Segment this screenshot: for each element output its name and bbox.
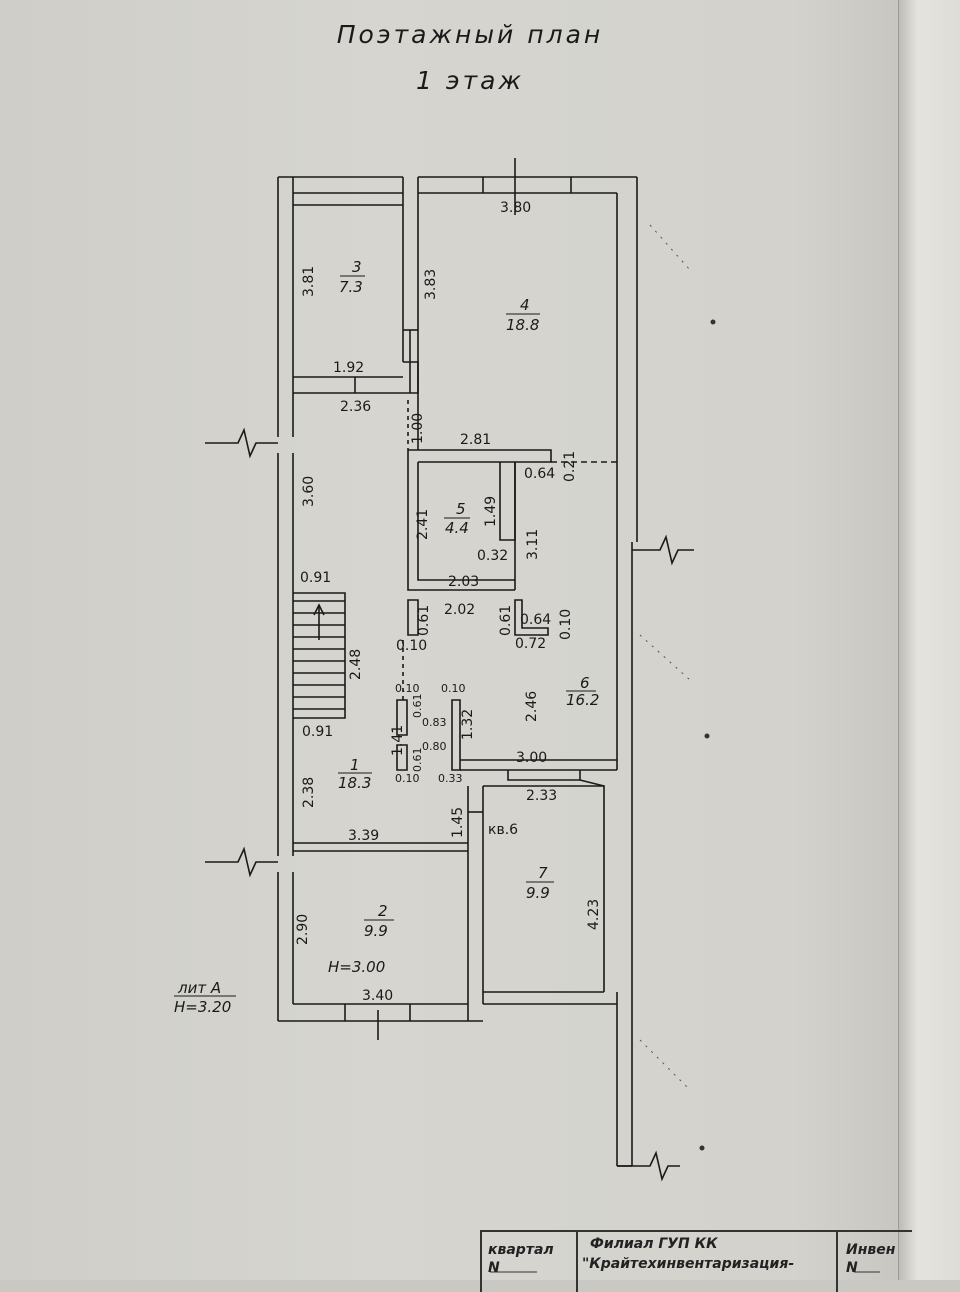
dim-3-80: 3.80	[500, 200, 531, 216]
room-height: H=3.00	[328, 958, 385, 976]
dim-3-11: 3.11	[525, 529, 541, 560]
dim-1-45: 1.45	[450, 807, 466, 838]
room-2-area: 9.9	[364, 922, 388, 940]
dim-2-02: 2.02	[444, 602, 475, 618]
room-6-area: 16.2	[566, 691, 599, 709]
dim-0-83: 0.83	[422, 716, 447, 729]
dim-0-10a: 0.10	[396, 638, 427, 654]
dim-0-80: 0.80	[422, 740, 447, 753]
dim-2-33: 2.33	[526, 788, 557, 804]
dim-3-83: 3.83	[423, 269, 439, 300]
room-7-area: 9.9	[526, 884, 550, 902]
dim-3-81: 3.81	[301, 266, 317, 297]
stamp-kvartal-number: N	[488, 1260, 500, 1276]
room-1-area: 18.3	[338, 774, 371, 792]
dim-3-40: 3.40	[362, 988, 393, 1004]
dim-2-46: 2.46	[524, 691, 540, 722]
dim-0-33: 0.33	[438, 772, 463, 785]
next-page-edge	[898, 0, 960, 1280]
dim-0-64b: 0.64	[520, 612, 551, 628]
room-4-area: 18.8	[506, 316, 539, 334]
dim-1-32: 1.32	[460, 709, 476, 740]
title-block-stamp: квартал N Филиал ГУП КК "Крайтехинвентар…	[480, 1230, 912, 1292]
room-6-number: 6	[580, 674, 590, 692]
apartment-label: кв.6	[488, 822, 518, 838]
stamp-filial-line1: Филиал ГУП КК	[590, 1236, 718, 1252]
dim-0-61a: 0.61	[416, 605, 432, 636]
paper-sheet	[0, 0, 935, 1280]
stamp-inven-number: N	[846, 1260, 858, 1276]
dim-0-91b: 0.91	[302, 724, 333, 740]
dim-1-00: 1.00	[410, 413, 426, 444]
dim-0-32: 0.32	[477, 548, 508, 564]
room-1-number: 1	[350, 756, 360, 774]
stamp-filial-line2: "Крайтехинвентаризация-	[582, 1256, 795, 1272]
dim-0-91a: 0.91	[300, 570, 331, 586]
dim-2-81: 2.81	[460, 432, 491, 448]
dim-2-36: 2.36	[340, 399, 371, 415]
dim-2-48: 2.48	[348, 649, 364, 680]
dim-1-41: 1.41	[390, 725, 406, 756]
dim-2-90: 2.90	[295, 914, 311, 945]
room-5-number: 5	[456, 500, 466, 518]
room-3-area: 7.3	[339, 278, 363, 296]
dim-0-61d: 0.61	[411, 748, 424, 773]
lit-label: лит А	[177, 979, 221, 997]
dim-0-10b: 0.10	[558, 609, 574, 640]
room-7-number: 7	[538, 864, 548, 882]
plan-title: Поэтажный план	[336, 20, 604, 49]
dim-3-60: 3.60	[301, 476, 317, 507]
dim-1-49: 1.49	[483, 496, 499, 527]
dim-0-64a: 0.64	[524, 466, 555, 482]
dim-3-39: 3.39	[348, 828, 379, 844]
dim-0-10e: 0.10	[395, 772, 420, 785]
dim-0-61c: 0.61	[411, 694, 424, 719]
dim-2-38: 2.38	[301, 777, 317, 808]
room-4-number: 4	[520, 296, 530, 314]
dim-2-41: 2.41	[415, 509, 431, 540]
dim-0-61b: 0.61	[498, 605, 514, 636]
dim-4-23: 4.23	[586, 899, 602, 930]
room-2-number: 2	[378, 902, 388, 920]
stamp-kvartal-label: квартал	[488, 1242, 554, 1258]
room-3-number: 3	[352, 258, 362, 276]
dim-0-10c: 0.10	[395, 682, 420, 695]
dim-1-92: 1.92	[333, 360, 364, 376]
dim-0-10d: 0.10	[441, 682, 466, 695]
stamp-inven-label: Инвен	[846, 1242, 896, 1258]
dim-0-21: 0.21	[562, 451, 578, 482]
floor-label: 1 этаж	[416, 66, 524, 95]
room-5-area: 4.4	[445, 519, 469, 537]
building-height: H=3.20	[174, 998, 231, 1016]
dim-0-72: 0.72	[515, 636, 546, 652]
dim-3-00: 3.00	[516, 750, 547, 766]
dim-2-03: 2.03	[448, 574, 479, 590]
